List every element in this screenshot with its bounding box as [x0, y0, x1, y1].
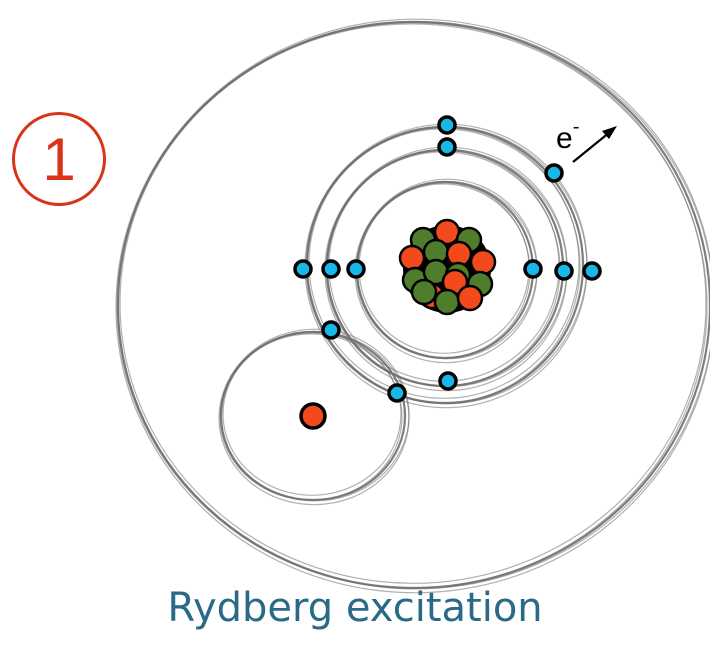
- electron-symbol: e: [556, 122, 573, 155]
- caption: Rydberg excitation: [167, 585, 543, 631]
- arrow-shaft: [572, 131, 611, 163]
- orbit-rings: [115, 18, 710, 594]
- rydberg-orbit-stroke: [218, 330, 410, 506]
- electron-icon: [437, 115, 457, 135]
- nucleus: [398, 218, 497, 316]
- rydberg-orbit-stroke: [222, 332, 402, 496]
- rydberg-orbit: [218, 328, 410, 506]
- outer-orbit-stroke: [116, 23, 708, 589]
- step-number: 1: [42, 125, 76, 193]
- electron-icon: [544, 163, 564, 183]
- outer-orbit: [115, 18, 710, 594]
- electron-icon: [582, 261, 602, 281]
- arrow-head: [602, 126, 617, 139]
- electron-icon: [321, 320, 341, 340]
- step-number-badge: 1: [12, 112, 106, 206]
- electrons: [293, 115, 602, 430]
- neutron-icon: [410, 278, 438, 306]
- electron-icon: [523, 259, 543, 279]
- rydberg-orbit-stroke: [219, 333, 403, 501]
- neutron-icon: [433, 288, 461, 316]
- electron-icon: [321, 259, 341, 279]
- electron-label: e-: [556, 116, 579, 156]
- electron-icon: [346, 259, 366, 279]
- outer-orbit-stroke: [115, 20, 710, 594]
- electron-icon: [438, 371, 458, 391]
- electron-icon: [554, 261, 574, 281]
- electron-charge: -: [572, 116, 580, 138]
- ejection-arrow-icon: [572, 126, 617, 163]
- proton-icon: [469, 248, 497, 276]
- outer-orbit-stroke: [117, 18, 710, 590]
- proton-icon: [299, 402, 327, 430]
- electron-icon: [387, 383, 407, 403]
- electron-icon: [293, 259, 313, 279]
- outer-orbit-stroke: [119, 22, 707, 584]
- proton-icon: [456, 284, 484, 312]
- electron-icon: [437, 137, 457, 157]
- proton-icon: [398, 244, 426, 272]
